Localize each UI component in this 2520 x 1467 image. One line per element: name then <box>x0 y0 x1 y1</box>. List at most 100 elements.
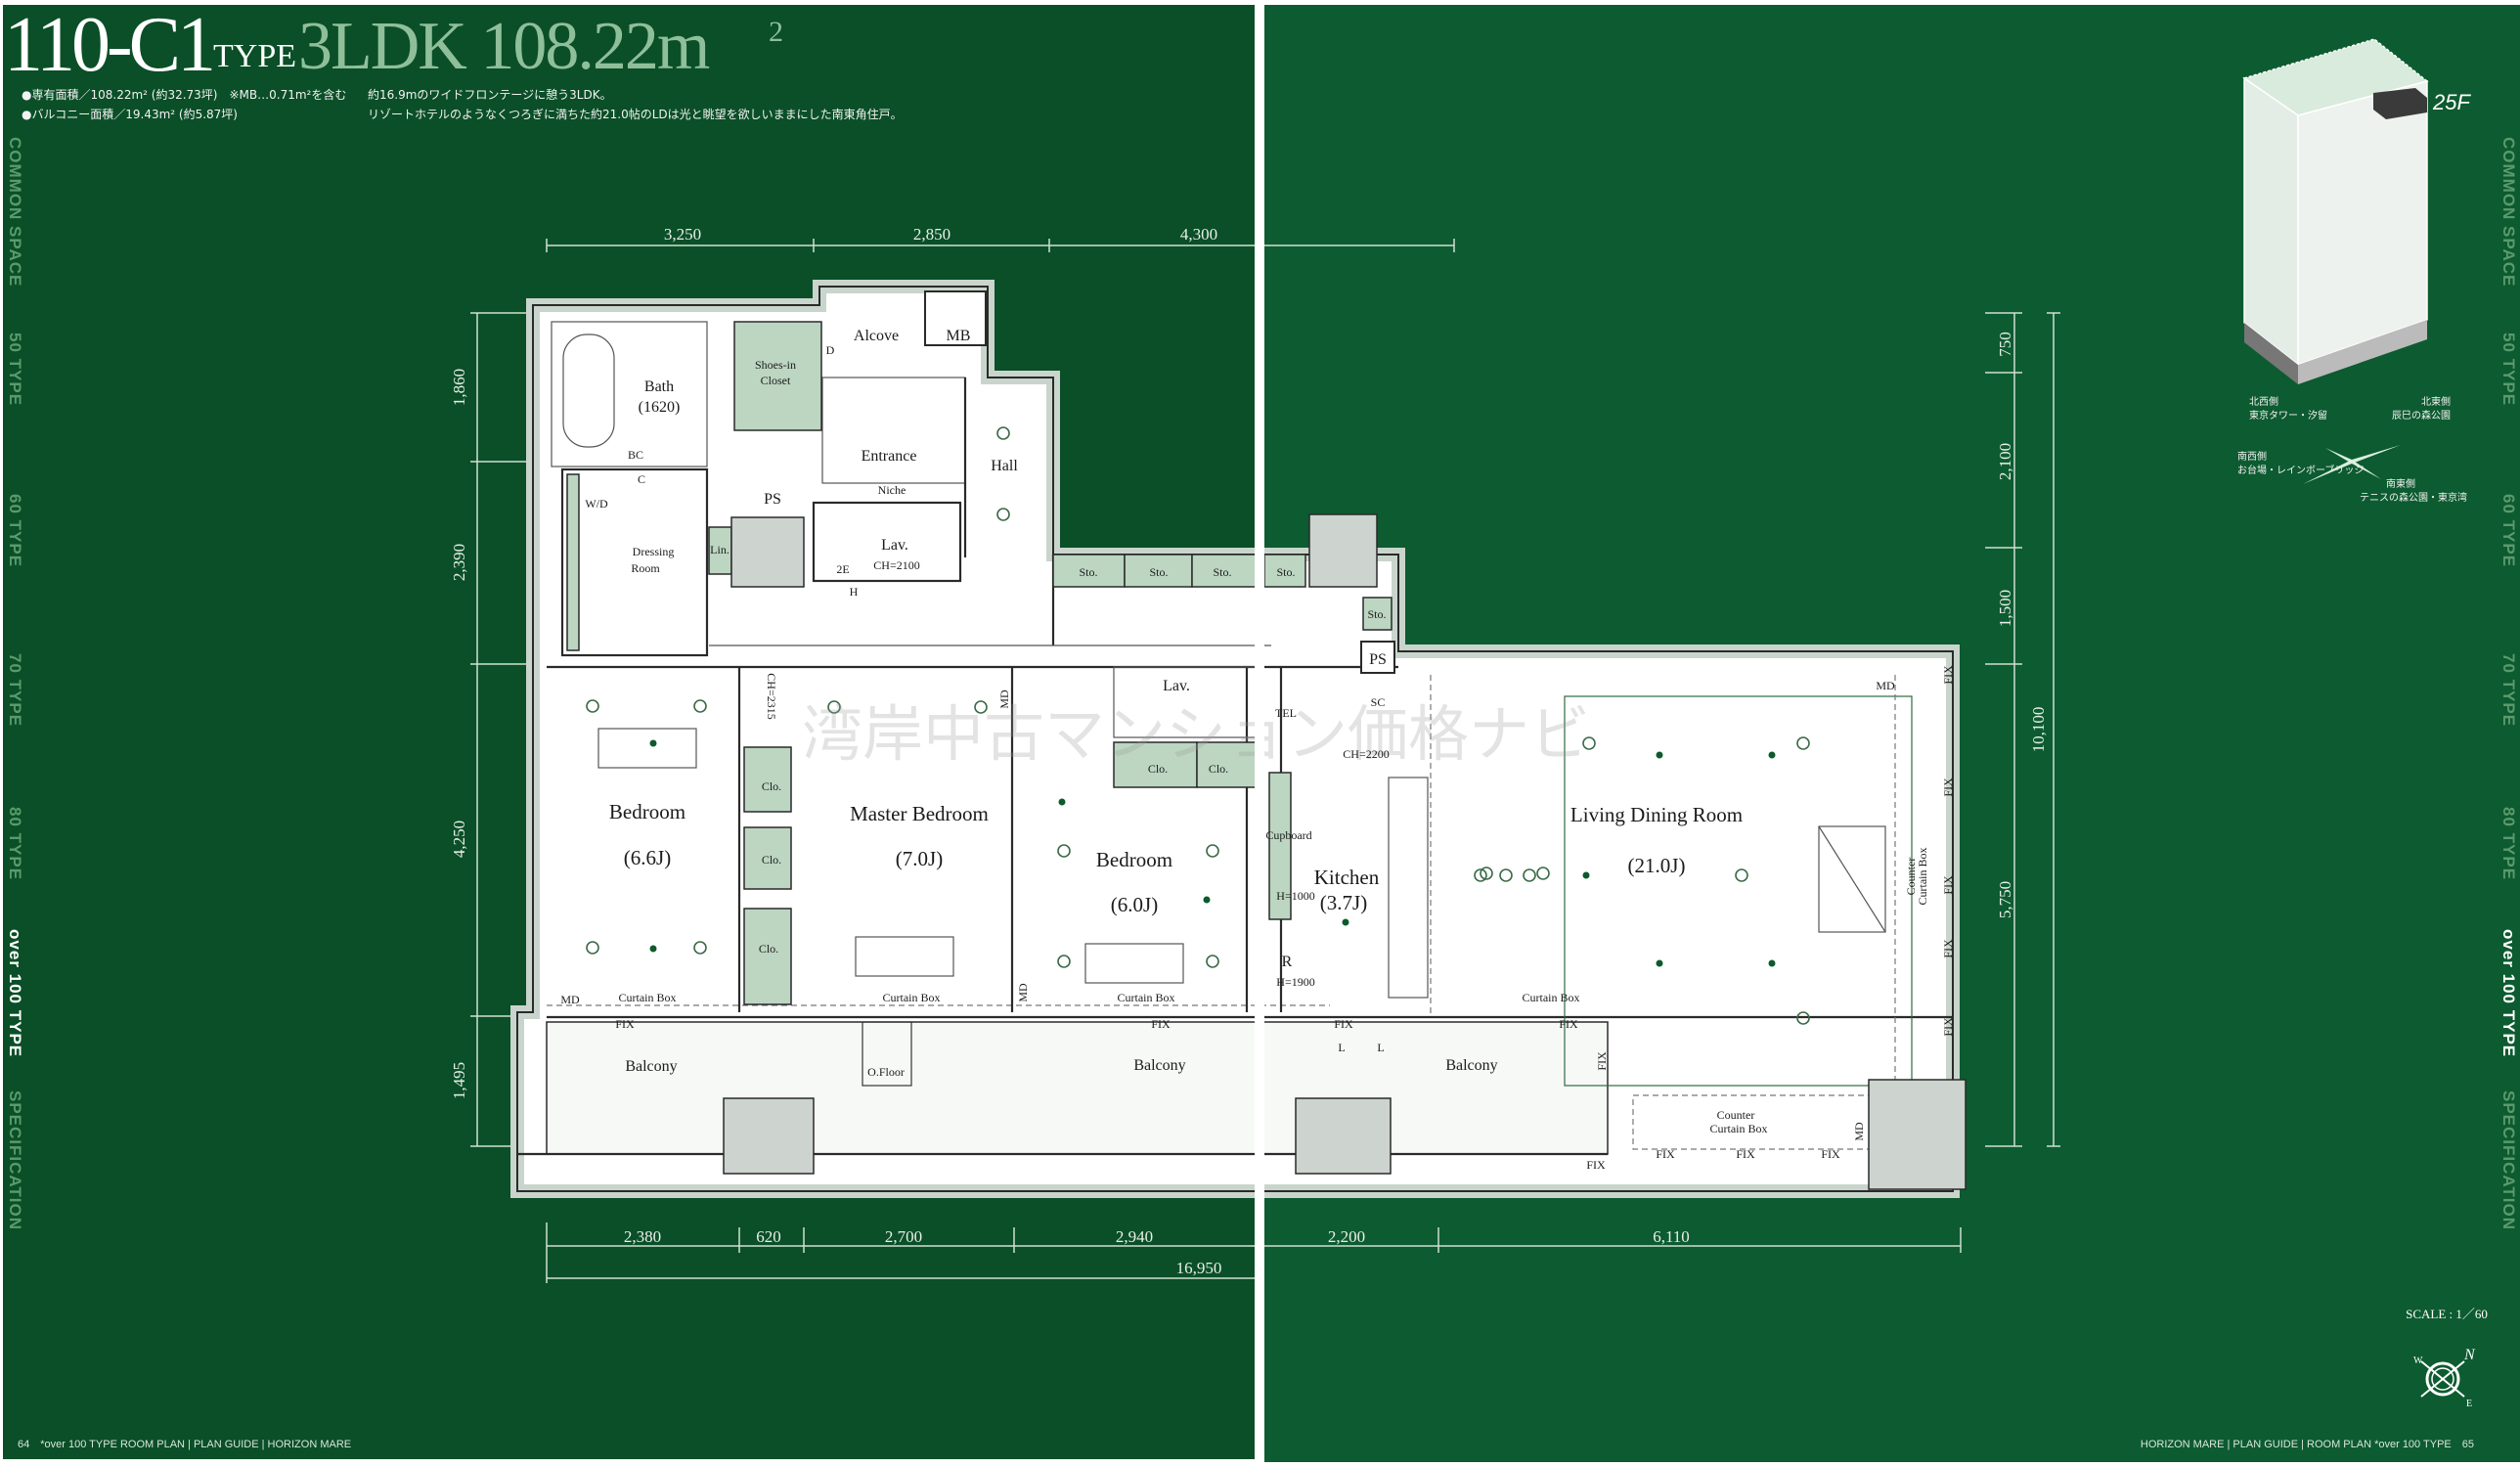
label-storage: Sto. <box>1079 565 1097 579</box>
label-master-bedroom-size: (7.0J) <box>896 847 943 870</box>
header: 110-C1 TYPE 3LDK 108.22m 2 ●専有面積／108.22m… <box>4 2 903 121</box>
tab-over-100-type[interactable]: over 100 TYPE <box>2499 929 2518 1057</box>
label-closet: Clo. <box>1148 762 1168 776</box>
tab-60-type[interactable]: 60 TYPE <box>6 494 24 567</box>
label-kitchen: Kitchen <box>1314 866 1380 889</box>
tab-80-type[interactable]: 80 TYPE <box>2499 807 2518 880</box>
label-fix: FIX <box>615 1017 635 1031</box>
description-line-2: リゾートホテルのようなくつろぎに満ちた約21.0帖のLDは光と眺望を欲しいままに… <box>368 107 903 121</box>
dim-top-2: 2,850 <box>913 225 951 244</box>
tab-80-type[interactable]: 80 TYPE <box>6 807 24 880</box>
dim-right-4: 5,750 <box>1996 881 2014 918</box>
label-md: MD <box>997 689 1011 709</box>
label-closet: Clo. <box>762 779 781 793</box>
label-kitchen-size: (3.7J) <box>1320 891 1367 914</box>
label-bedroom-2: Bedroom <box>1096 848 1172 871</box>
label-fix: FIX <box>1941 778 1955 797</box>
label-counter: Counter <box>1717 1108 1755 1122</box>
label-bc: BC <box>628 448 643 462</box>
dim-left-3: 4,250 <box>450 821 468 858</box>
label-fix: FIX <box>1941 1017 1955 1037</box>
label-storage: Sto. <box>1367 607 1386 621</box>
dim-right-2: 2,100 <box>1996 443 2014 480</box>
label-lav: Lav. <box>881 537 908 554</box>
pipe-space-box <box>730 516 805 588</box>
dim-top-1: 3,250 <box>664 225 701 244</box>
watermark: 湾岸中古マンション価格ナビ <box>802 701 1590 769</box>
dim-bottom-2: 620 <box>756 1227 781 1246</box>
tab-common-space[interactable]: COMMON SPACE <box>2499 137 2518 287</box>
label-balcony: Balcony <box>1133 1057 1185 1074</box>
label-balcony: Balcony <box>625 1058 677 1075</box>
sw-view: お台場・レインボーブリッジ <box>2237 464 2364 476</box>
side-tabs-left: COMMON SPACE 50 TYPE 60 TYPE 70 TYPE 80 … <box>6 137 24 1230</box>
label-shoes-in-closet-1: Shoes-in <box>755 358 796 372</box>
structural-column <box>1295 1097 1392 1175</box>
view-direction-icon <box>2303 445 2401 484</box>
label-shoes-in-closet-2: Closet <box>761 374 791 387</box>
label-curtain-box: Curtain Box <box>1118 991 1175 1004</box>
dim-right-3: 1,500 <box>1996 590 2014 627</box>
tab-over-100-type[interactable]: over 100 TYPE <box>6 929 24 1057</box>
label-fix: FIX <box>1821 1147 1840 1161</box>
label-h: H <box>850 585 859 599</box>
dim-bottom-6: 6,110 <box>1653 1227 1690 1246</box>
label-storage: Sto. <box>1149 565 1168 579</box>
label-ps: PS <box>764 491 781 508</box>
label-md: MD <box>1852 1122 1866 1141</box>
label-fix: FIX <box>1736 1147 1755 1161</box>
tab-common-space[interactable]: COMMON SPACE <box>6 137 24 287</box>
tab-50-type[interactable]: 50 TYPE <box>2499 333 2518 406</box>
label-mb: MB <box>947 328 971 344</box>
tab-specification[interactable]: SPECIFICATION <box>2499 1090 2518 1230</box>
label-ch-2200: CH=2200 <box>1343 747 1389 761</box>
label-ch-2100: CH=2100 <box>873 558 919 572</box>
label-closet: Clo. <box>762 853 781 867</box>
label-l: L <box>1377 1041 1384 1054</box>
tab-70-type[interactable]: 70 TYPE <box>2499 653 2518 727</box>
label-living-dining-room-size: (21.0J) <box>1628 854 1686 877</box>
tab-70-type[interactable]: 70 TYPE <box>6 653 24 727</box>
tab-specification[interactable]: SPECIFICATION <box>6 1090 24 1230</box>
dim-bottom-1: 2,380 <box>624 1227 661 1246</box>
label-storage: Sto. <box>1276 565 1295 579</box>
spec-title: 3LDK 108.22m <box>298 9 710 84</box>
label-h1900: H=1900 <box>1276 975 1314 989</box>
label-closet: Clo. <box>759 942 778 956</box>
label-cupboard: Cupboard <box>1265 828 1311 842</box>
label-ps-2: PS <box>1369 651 1387 668</box>
tab-50-type[interactable]: 50 TYPE <box>6 333 24 406</box>
dim-right-total: 10,100 <box>2029 707 2048 753</box>
label-linen: Lin. <box>710 543 729 556</box>
label-counter-curtain-box-vertical: Curtain Box <box>1916 848 1929 906</box>
dimensions-top: 3,250 2,850 4,300 <box>546 225 1455 252</box>
label-counter-curtain-box: Curtain Box <box>1710 1122 1768 1135</box>
label-fix: FIX <box>1656 1147 1675 1161</box>
sw-side: 南西側 <box>2237 450 2267 463</box>
label-tel: TEL <box>1275 706 1297 720</box>
footer-right: HORIZON MARE | PLAN GUIDE | ROOM PLAN *o… <box>2141 1439 2474 1450</box>
nw-side: 北西側 <box>2249 395 2278 408</box>
label-fix: FIX <box>1941 875 1955 895</box>
dim-bottom-4: 2,940 <box>1116 1227 1153 1246</box>
building-locator: 25F 北西側 東京タワー・汐留 北東側 辰巳の森公園 南西側 お台場・レインボ… <box>2237 38 2471 504</box>
compass-n: N <box>2463 1347 2476 1363</box>
label-master-bedroom: Master Bedroom <box>850 802 989 825</box>
label-fix: FIX <box>1334 1017 1353 1031</box>
label-fix: FIX <box>1941 939 1955 958</box>
label-bedroom-1: Bedroom <box>609 800 685 823</box>
label-niche: Niche <box>878 483 906 497</box>
dimensions-right: 750 2,100 1,500 5,750 10,100 <box>1985 312 2060 1147</box>
tab-60-type[interactable]: 60 TYPE <box>2499 494 2518 567</box>
se-side: 南東側 <box>2386 477 2415 490</box>
label-hall: Hall <box>991 458 1018 474</box>
dim-bottom-5: 2,200 <box>1328 1227 1365 1246</box>
structural-column <box>723 1097 815 1175</box>
label-entrance: Entrance <box>862 448 917 465</box>
unit-marker <box>2373 88 2427 119</box>
label-bedroom-2-size: (6.0J) <box>1111 893 1158 916</box>
label-md: MD <box>1876 679 1895 692</box>
ne-view: 辰巳の森公園 <box>2392 409 2451 422</box>
scale-label: SCALE : 1／60 <box>2406 1307 2488 1321</box>
label-fix: FIX <box>1559 1017 1578 1031</box>
